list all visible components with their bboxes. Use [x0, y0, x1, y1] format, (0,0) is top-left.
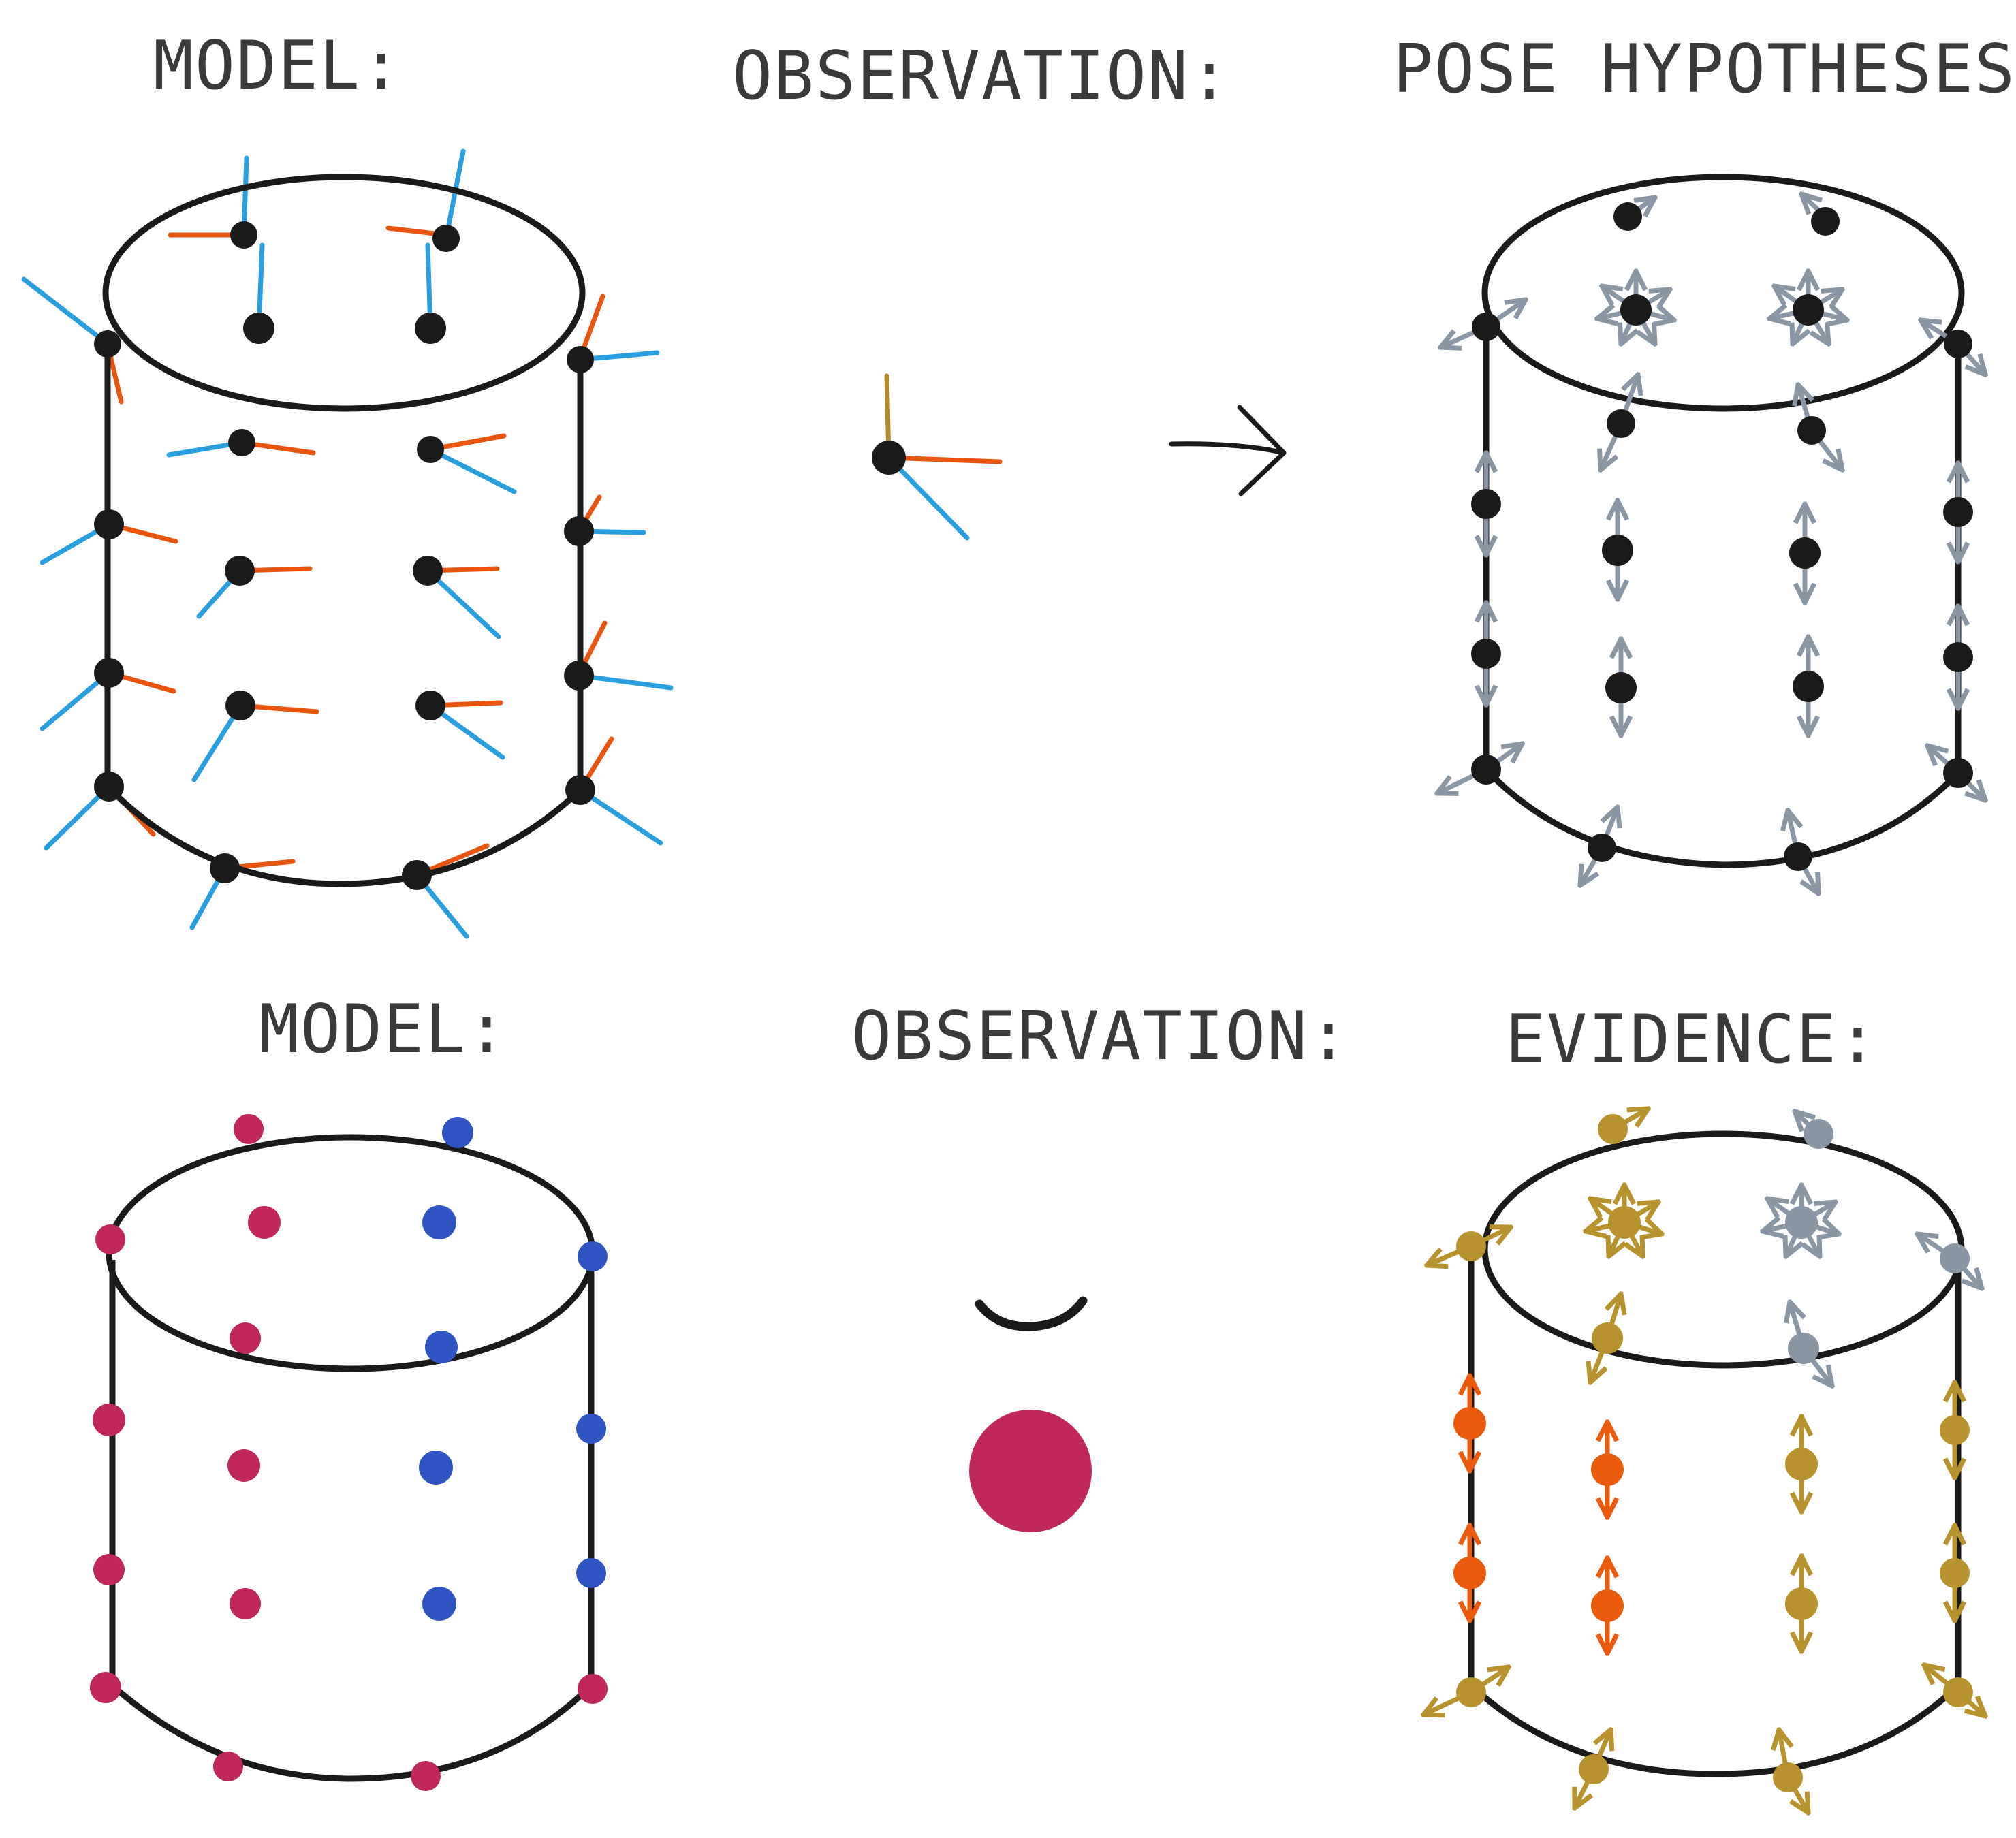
top-model-outline: [102, 174, 586, 887]
top-pose-hypotheses-label: POSE HYPOTHESES:: [1393, 31, 2016, 108]
bottom-model-points: [90, 1114, 608, 1791]
bottom-evidence-points: [1453, 1114, 1973, 1792]
bottom-observation-label: OBSERVATION:: [851, 998, 1350, 1075]
top-model-cylinder: [21, 148, 674, 939]
top-pose-cylinder: [1437, 174, 1985, 893]
right-arrow-icon: [1169, 405, 1287, 496]
bottom-model-label: MODEL:: [259, 991, 508, 1068]
top-pose-points: [1471, 202, 1973, 871]
top-observation-label: OBSERVATION:: [732, 37, 1231, 115]
bottom-evidence-arrows: [1423, 1109, 1985, 1813]
top-pose-hypothesis-arrows: [1437, 194, 1985, 893]
bottom-evidence-label: EVIDENCE:: [1505, 1001, 1879, 1079]
bottom-observation-feature: [969, 1296, 1092, 1532]
top-model-label: MODEL:: [153, 27, 403, 105]
bottom-evidence-cylinder: [1423, 1109, 1985, 1813]
top-model-points: [94, 221, 595, 890]
bottom-model-cylinder: [90, 1114, 608, 1791]
top-observation-axes: [872, 373, 1003, 541]
